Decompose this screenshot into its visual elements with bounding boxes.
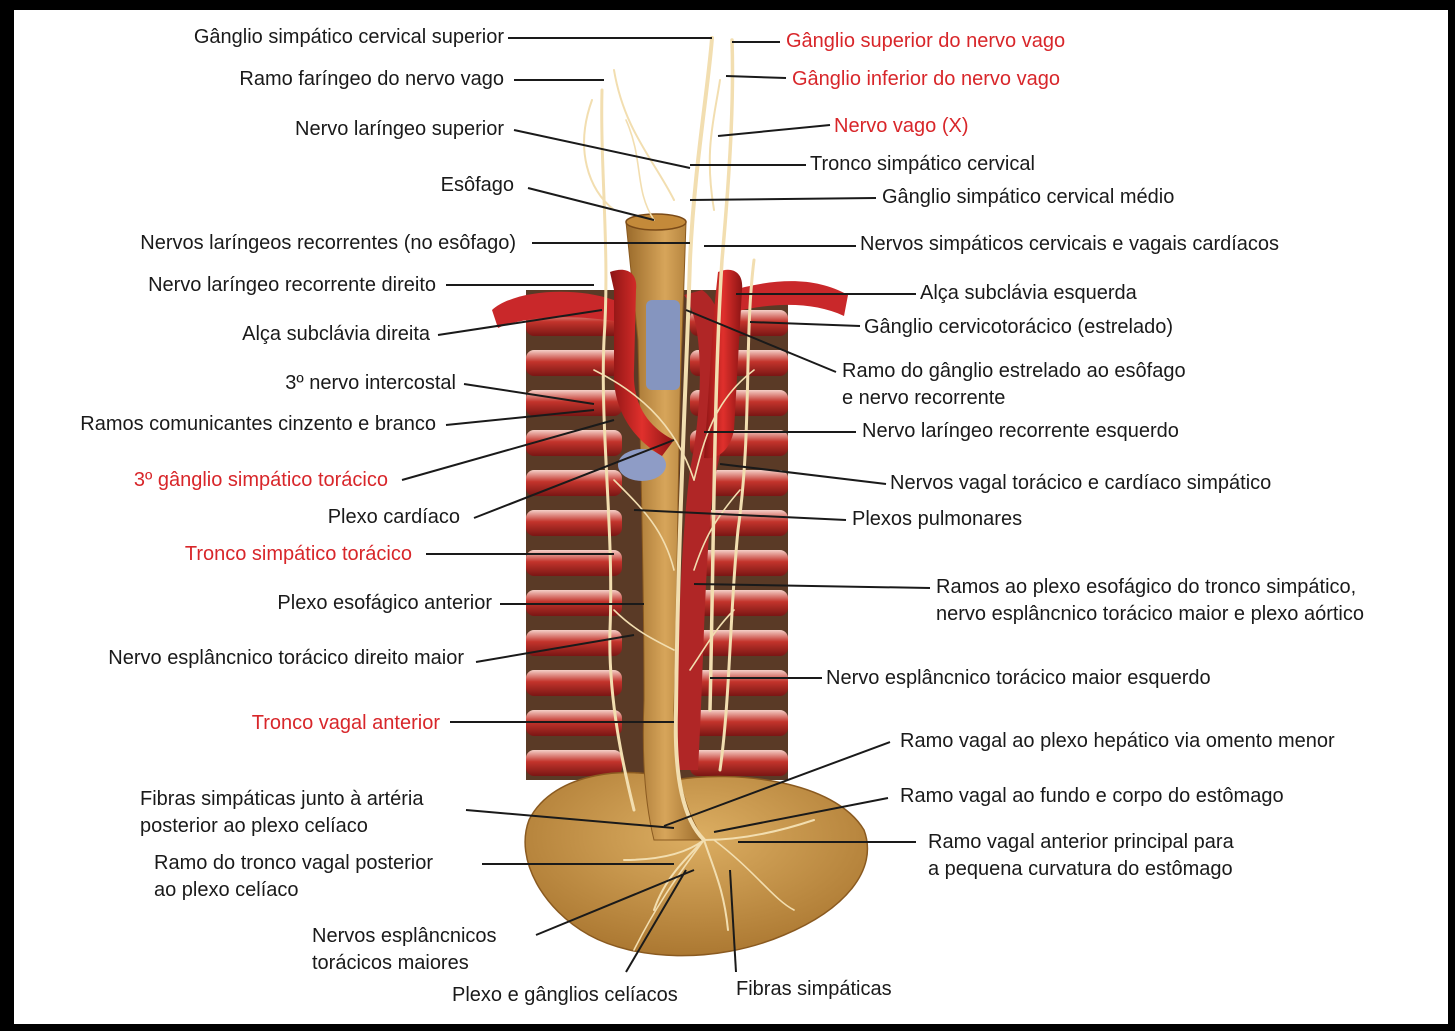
label-line: Plexo e gânglios celíacos [452,982,678,1009]
rib [690,630,788,656]
label-ganglio-simpatico-cervical-superior: Gânglio simpático cervical superior [194,24,504,51]
label-ganglio-superior-vago: Gânglio superior do nervo vago [786,28,1065,55]
label-line: Nervos esplâncnicos [312,923,497,950]
label-line: nervo esplâncnico torácico maior e plexo… [936,601,1364,628]
label-ganglio-simpatico-toracico-3: 3º gânglio simpático torácico [134,467,388,494]
rib [690,750,788,776]
label-line: Gânglio simpático cervical superior [194,24,504,51]
label-line: Fibras simpáticas [736,976,892,1003]
trachea [646,300,680,390]
label-line: Nervos laríngeos recorrentes (no esôfago… [140,230,516,257]
label-line: Nervo laríngeo superior [295,116,504,143]
label-nervo-intercostal-3: 3º nervo intercostal [285,370,456,397]
label-plexos-pulmonares: Plexos pulmonares [852,506,1022,533]
label-line: Tronco simpático torácico [185,541,412,568]
label-line: Nervos simpáticos cervicais e vagais car… [860,231,1279,258]
label-line: Tronco simpático cervical [810,151,1035,178]
label-line: Plexo esofágico anterior [277,590,492,617]
label-ramos-comunicantes: Ramos comunicantes cinzento e branco [80,411,436,438]
label-line: Nervo esplâncnico torácico maior esquerd… [826,665,1211,692]
rib [526,350,622,376]
label-line: Nervo esplâncnico torácico direito maior [108,645,464,672]
label-alca-subclavia-esquerda: Alça subclávia esquerda [920,280,1137,307]
label-ramo-faringeo: Ramo faríngeo do nervo vago [239,66,504,93]
label-line: Tronco vagal anterior [252,710,440,737]
label-line: Gânglio inferior do nervo vago [792,66,1060,93]
label-line: Alça subclávia direita [242,321,430,348]
label-line: Nervos vagal torácico e cardíaco simpáti… [890,470,1271,497]
label-line: Gânglio superior do nervo vago [786,28,1065,55]
label-plexo-esofagico-anterior: Plexo esofágico anterior [277,590,492,617]
label-line: Ramo do tronco vagal posterior [154,850,433,877]
label-line: Gânglio simpático cervical médio [882,184,1174,211]
label-ganglio-cervical-medio: Gânglio simpático cervical médio [882,184,1174,211]
label-line: Ramo vagal anterior principal para [928,829,1234,856]
label-esofago: Esôfago [441,172,514,199]
label-alca-subclavia-direita: Alça subclávia direita [242,321,430,348]
label-nervo-esplancnico-esquerdo: Nervo esplâncnico torácico maior esquerd… [826,665,1211,692]
label-line: a pequena curvatura do estômago [928,856,1234,883]
label-nervos-vagal-toracico: Nervos vagal torácico e cardíaco simpáti… [890,470,1271,497]
rib [690,670,788,696]
rib [526,670,622,696]
label-tronco-vagal-anterior: Tronco vagal anterior [252,710,440,737]
label-line: Alça subclávia esquerda [920,280,1137,307]
label-ganglio-cervicotoracico: Gânglio cervicotorácico (estrelado) [864,314,1173,341]
rib [526,750,622,776]
label-plexo-ganglios-celiacos: Plexo e gânglios celíacos [452,982,678,1009]
label-ramo-vagal-hepatico: Ramo vagal ao plexo hepático via omento … [900,728,1335,755]
label-line: Ramo do gânglio estrelado ao esôfago [842,358,1186,385]
label-line: Nervo laríngeo recorrente esquerdo [862,418,1179,445]
label-nervo-laringeo-recorrente-direito: Nervo laríngeo recorrente direito [148,272,436,299]
label-ganglio-inferior-vago: Gânglio inferior do nervo vago [792,66,1060,93]
label-line: Nervo laríngeo recorrente direito [148,272,436,299]
label-nervos-laringeos-recorrentes: Nervos laríngeos recorrentes (no esôfago… [140,230,516,257]
label-line: 3º gânglio simpático torácico [134,467,388,494]
label-plexo-cardiaco: Plexo cardíaco [328,504,460,531]
label-line: Plexos pulmonares [852,506,1022,533]
label-ramo-vagal-fundo: Ramo vagal ao fundo e corpo do estômago [900,783,1284,810]
label-line: Nervo vago (X) [834,113,969,140]
label-line: Plexo cardíaco [328,504,460,531]
label-nervo-esplancnico-direito: Nervo esplâncnico torácico direito maior [108,645,464,672]
label-nervos-simpaticos-cardiacos: Nervos simpáticos cervicais e vagais car… [860,231,1279,258]
label-line: posterior ao plexo celíaco [140,813,423,840]
label-line: Fibras simpáticas junto à artéria [140,786,423,813]
label-tronco-simpatico-toracico: Tronco simpático torácico [185,541,412,568]
label-nervo-laringeo-recorrente-esquerdo: Nervo laríngeo recorrente esquerdo [862,418,1179,445]
rib [526,430,622,456]
label-nervo-laringeo-superior: Nervo laríngeo superior [295,116,504,143]
label-line: 3º nervo intercostal [285,370,456,397]
label-line: Ramo vagal ao plexo hepático via omento … [900,728,1335,755]
label-line: Gânglio cervicotorácico (estrelado) [864,314,1173,341]
label-line: torácicos maiores [312,950,497,977]
label-line: Ramo vagal ao fundo e corpo do estômago [900,783,1284,810]
label-line: Ramos comunicantes cinzento e branco [80,411,436,438]
rib [526,630,622,656]
label-line: e nervo recorrente [842,385,1186,412]
label-tronco-simpatico-cervical: Tronco simpático cervical [810,151,1035,178]
label-line: Ramos ao plexo esofágico do tronco simpá… [936,574,1364,601]
label-line: Ramo faríngeo do nervo vago [239,66,504,93]
label-line: ao plexo celíaco [154,877,433,904]
label-fibras-simpaticas: Fibras simpáticas [736,976,892,1003]
rib [690,710,788,736]
label-ramos-plexo-esofagico: Ramos ao plexo esofágico do tronco simpá… [936,574,1364,628]
label-line: Esôfago [441,172,514,199]
label-nervo-vago: Nervo vago (X) [834,113,969,140]
esophagus-opening [626,214,686,230]
